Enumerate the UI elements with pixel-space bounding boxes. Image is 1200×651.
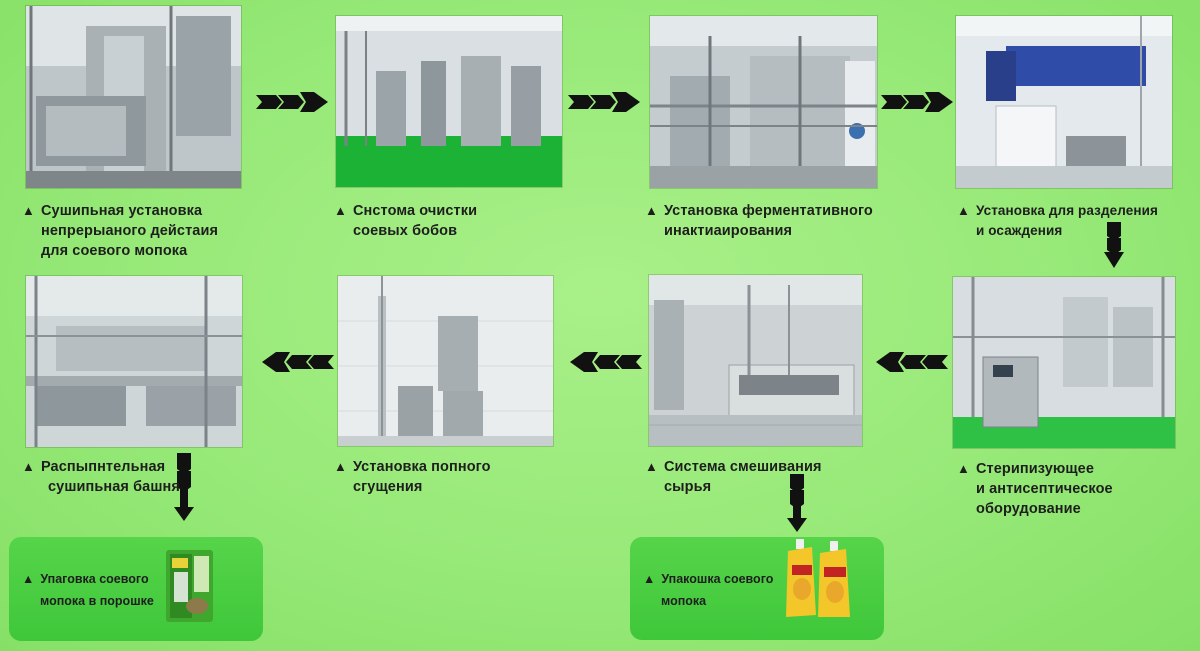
powder-package-image [166, 550, 213, 622]
bullet-triangle-icon: ▲ [957, 203, 970, 218]
arrow-right-2 [568, 91, 640, 113]
photo-spray [26, 276, 242, 447]
bullet-triangle-icon: ▲ [645, 203, 658, 218]
photo-enzyme [650, 16, 877, 188]
bullet-triangle-icon: ▲ [334, 459, 347, 474]
arrow-down-spray [173, 453, 195, 521]
bullet-triangle-icon: ▲ [334, 203, 347, 218]
caption-spray: ▲Распыпнтельная сушипьная башня [22, 459, 180, 495]
caption-concentration: ▲Установка попного сгущения [334, 459, 491, 495]
photo-separation [956, 16, 1172, 188]
caption-enzyme: ▲Установка ферментативного инактиаирован… [645, 203, 873, 239]
bullet-triangle-icon: ▲ [957, 461, 970, 476]
caption-package-powder: ▲Упаговка соевого мопока в порошке [22, 572, 154, 608]
caption-cleaning: ▲Снстома очистки соевых бобов [334, 203, 478, 239]
caption-package-liquid: ▲Упакошка соевого мопока [643, 572, 774, 608]
photo-concentration [338, 276, 553, 446]
photo-mixing [649, 275, 862, 446]
bullet-triangle-icon: ▲ [643, 572, 656, 586]
package-box-powder [9, 537, 263, 641]
photo-sterilizing [953, 277, 1175, 448]
caption-separation: ▲Установка для разделения и осаждения [957, 203, 1158, 238]
arrow-left-2 [570, 351, 642, 373]
arrow-down-separation [1103, 222, 1125, 268]
bullet-triangle-icon: ▲ [22, 572, 35, 586]
caption-dryer: ▲Сушипьная установка непрерыаного дейста… [22, 203, 219, 259]
caption-sterilizing: ▲Стерипизующее и антисептическое оборудо… [957, 461, 1113, 517]
arrow-right-3 [881, 91, 953, 113]
arrow-left-3 [876, 351, 948, 373]
caption-mixing: ▲Система смешивания сырья [645, 459, 822, 495]
photo-cleaning [336, 16, 562, 187]
bullet-triangle-icon: ▲ [645, 459, 658, 474]
photo-dryer [26, 6, 241, 188]
arrow-down-mixing [786, 474, 808, 532]
bullet-triangle-icon: ▲ [22, 203, 35, 218]
liquid-package-image [784, 537, 854, 619]
bullet-triangle-icon: ▲ [22, 459, 35, 474]
arrow-right-1 [256, 91, 328, 113]
arrow-left-1 [262, 351, 334, 373]
